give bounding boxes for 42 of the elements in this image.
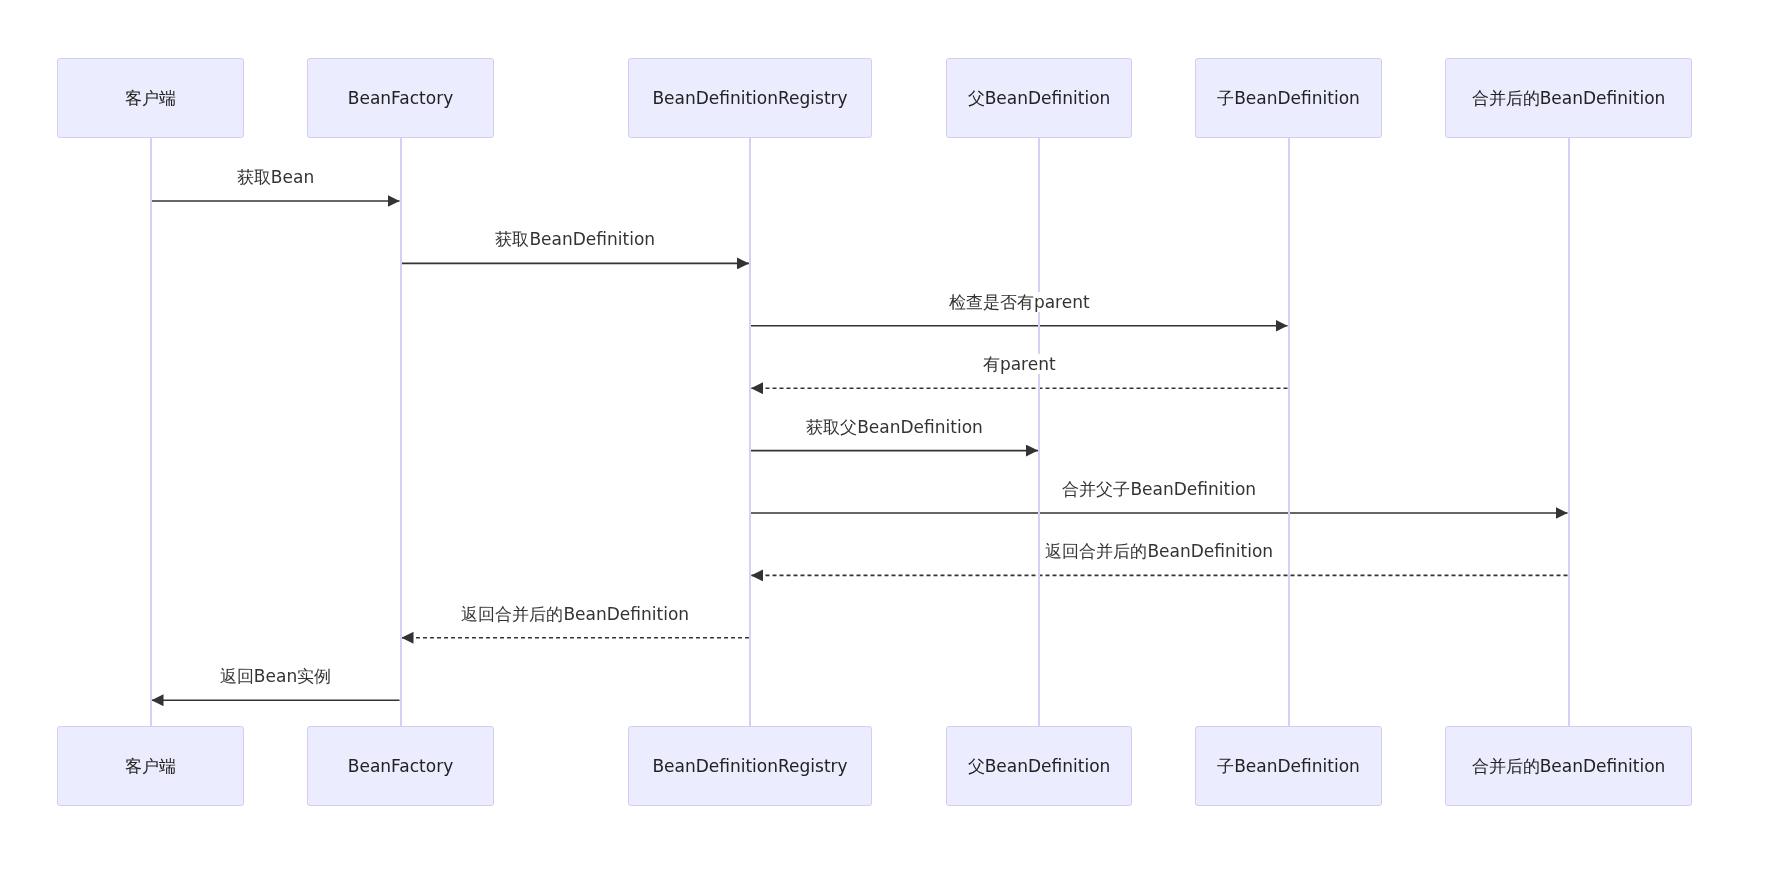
lifeline — [1287, 138, 1290, 726]
participant-box — [946, 58, 1132, 138]
message-arrow — [750, 569, 1569, 582]
participant-box — [1445, 726, 1692, 806]
participant-name: 合并后的BeanDefinition — [1471, 86, 1666, 110]
participant-box — [1195, 58, 1382, 138]
message-label: 有parent — [980, 354, 1058, 375]
lifeline — [1567, 138, 1570, 726]
message-arrow — [750, 444, 1039, 457]
participant-name: 子BeanDefinition — [1217, 86, 1360, 110]
participant-box — [1445, 58, 1692, 138]
message-arrow — [750, 319, 1289, 332]
participant-box — [57, 58, 244, 138]
message-arrow — [750, 382, 1289, 395]
message-label: 获取父BeanDefinition — [804, 416, 985, 437]
participant-name: BeanDefinitionRegistry — [652, 756, 848, 776]
message-arrow — [400, 631, 750, 644]
participant-name: BeanFactory — [347, 756, 454, 776]
lifeline — [749, 138, 751, 726]
participant-name: 父BeanDefinition — [967, 86, 1111, 110]
lifeline — [149, 138, 152, 726]
participant-name: 客户端 — [125, 754, 176, 778]
participant-name: 子BeanDefinition — [1217, 754, 1360, 778]
message-label: 检查是否有parent — [946, 291, 1092, 312]
participant-name: 父BeanDefinition — [967, 754, 1111, 778]
participant-name: 合并后的BeanDefinition — [1471, 754, 1666, 778]
lifeline — [1038, 138, 1040, 726]
participant-box — [628, 58, 872, 138]
message-arrow — [400, 257, 750, 270]
message-arrow — [150, 694, 401, 707]
participant-box — [628, 726, 872, 806]
participant-box — [1195, 726, 1382, 806]
participant-box — [307, 726, 494, 806]
participant-name: BeanDefinitionRegistry — [652, 88, 848, 108]
participant-box — [946, 726, 1132, 806]
lifeline — [399, 138, 402, 726]
message-arrow — [750, 507, 1569, 519]
participant-name: BeanFactory — [347, 88, 454, 108]
participant-box — [57, 726, 244, 806]
participant-name: 客户端 — [125, 86, 176, 110]
message-arrow — [150, 195, 401, 207]
participant-box — [307, 58, 494, 138]
